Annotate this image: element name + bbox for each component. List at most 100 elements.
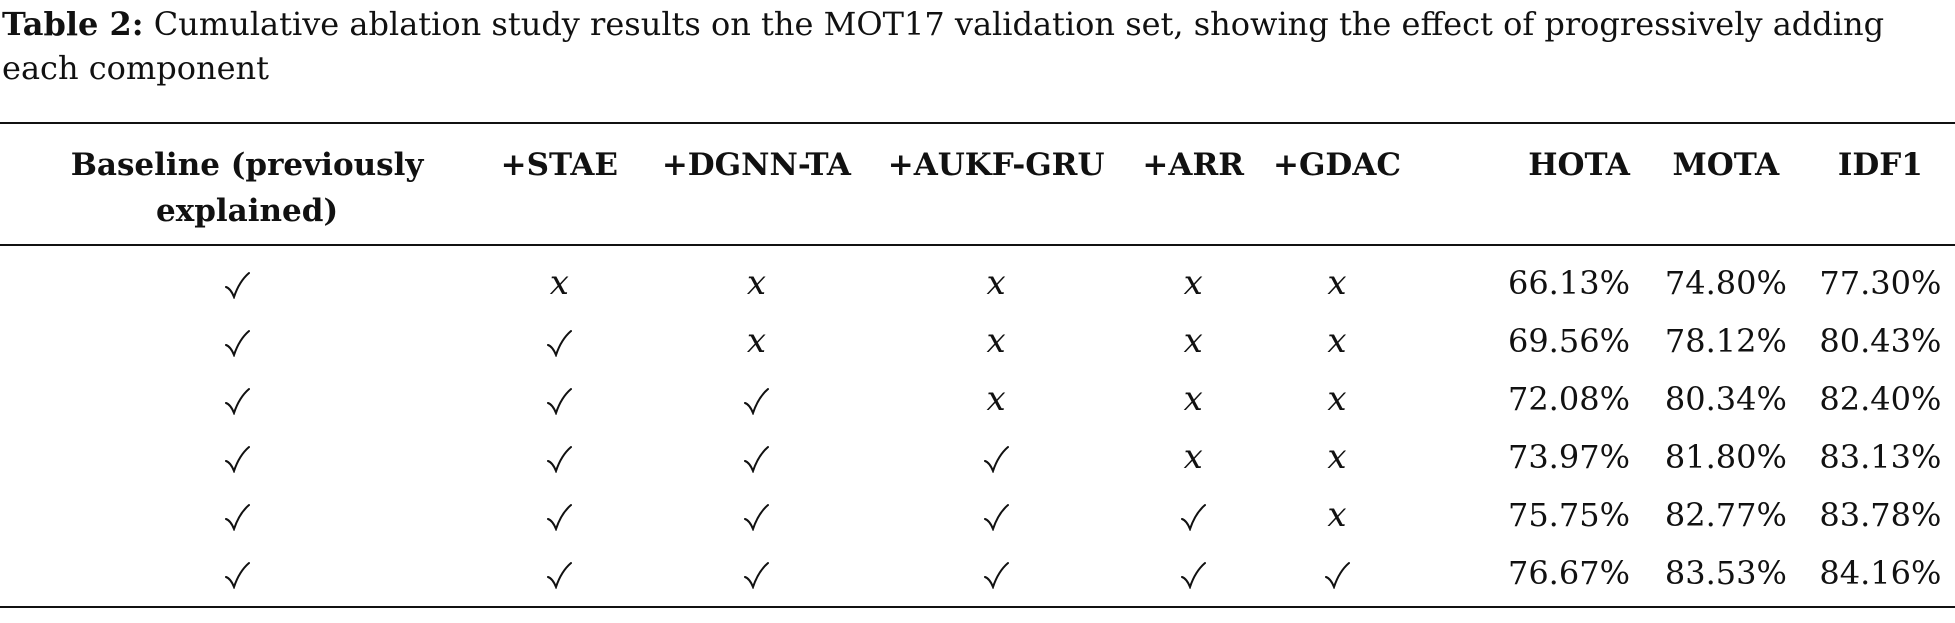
- cell-idf1: 84.16%: [1805, 544, 1955, 608]
- checkmark-icon: [984, 445, 1010, 473]
- cross-mark: x: [1183, 321, 1203, 361]
- cell-baseline: [0, 486, 474, 544]
- cell-arr: x: [1124, 312, 1263, 370]
- table-caption: Table 2: Cumulative ablation study resul…: [2, 2, 1952, 90]
- cell-hota: 73.97%: [1507, 438, 1630, 476]
- header-hota: HOTA: [1411, 122, 1646, 246]
- cell-gdac: x: [1262, 486, 1411, 544]
- cell-stae: [474, 312, 644, 370]
- ablation-table-container: Baseline (previously explained) +STAE +D…: [0, 122, 1955, 608]
- cell-stae: [474, 428, 644, 486]
- cell-mota: 78.12%: [1664, 322, 1787, 360]
- checkmark-icon: [1325, 561, 1351, 589]
- checkmark-icon: [225, 561, 251, 589]
- header-mota: MOTA: [1645, 122, 1806, 246]
- table-row: x x x x 69.56% 78.12% 80.43%: [0, 312, 1955, 370]
- cell-dgnn-ta: x: [645, 312, 869, 370]
- cell-gdac: x: [1262, 428, 1411, 486]
- cell-aukf-gru: [868, 486, 1124, 544]
- cell-hota: 69.56%: [1507, 322, 1630, 360]
- caption-text: Cumulative ablation study results on the…: [2, 5, 1885, 87]
- table-row: x x 73.97% 81.80% 83.13%: [0, 428, 1955, 486]
- cross-mark: x: [1183, 437, 1203, 477]
- checkmark-icon: [984, 561, 1010, 589]
- cell-dgnn-ta: [645, 428, 869, 486]
- checkmark-icon: [547, 561, 573, 589]
- cell-dgnn-ta: [645, 486, 869, 544]
- header-dgnn-ta: +DGNN-TA: [644, 122, 869, 246]
- cell-idf1: 82.40%: [1819, 380, 1942, 418]
- table-row: x x x x x 66.13% 74.80% 77.30%: [0, 245, 1955, 312]
- cell-idf1: 83.78%: [1819, 496, 1942, 534]
- cell-gdac: x: [1262, 312, 1411, 370]
- checkmark-icon: [225, 271, 251, 299]
- cell-mota: 82.77%: [1664, 496, 1787, 534]
- cross-mark: x: [986, 321, 1006, 361]
- cross-mark: x: [1183, 263, 1203, 303]
- cell-aukf-gru: [868, 428, 1124, 486]
- cell-mota: 81.80%: [1664, 438, 1787, 476]
- header-idf1: IDF1: [1805, 122, 1955, 246]
- cell-aukf-gru: x: [868, 245, 1124, 312]
- cross-mark: x: [746, 263, 766, 303]
- cell-idf1: 80.43%: [1819, 322, 1942, 360]
- cell-aukf-gru: x: [868, 312, 1124, 370]
- cell-gdac: x: [1262, 245, 1411, 312]
- cell-dgnn-ta: x: [645, 245, 869, 312]
- checkmark-icon: [225, 503, 251, 531]
- cell-baseline: [0, 370, 474, 428]
- table-row: x x x 72.08% 80.34% 82.40%: [0, 370, 1955, 428]
- checkmark-icon: [984, 503, 1010, 531]
- checkmark-icon: [744, 561, 770, 589]
- header-aukf-gru: +AUKF-GRU: [868, 122, 1124, 246]
- checkmark-icon: [547, 329, 573, 357]
- cell-hota: 66.13%: [1507, 264, 1630, 302]
- cell-hota: 75.75%: [1507, 496, 1630, 534]
- checkmark-icon: [225, 329, 251, 357]
- table-row: x 75.75% 82.77% 83.78%: [0, 486, 1955, 544]
- cell-dgnn-ta: [645, 370, 869, 428]
- caption-label: Table 2:: [2, 5, 144, 43]
- checkmark-icon: [547, 387, 573, 415]
- cell-gdac: x: [1262, 370, 1411, 428]
- cell-aukf-gru: [868, 544, 1124, 608]
- cell-stae: [474, 544, 645, 608]
- cell-dgnn-ta: [644, 544, 869, 608]
- cross-mark: x: [746, 321, 766, 361]
- cell-arr: [1124, 486, 1263, 544]
- cell-idf1: 83.13%: [1819, 438, 1942, 476]
- cross-mark: x: [1327, 437, 1347, 477]
- cross-mark: x: [986, 263, 1006, 303]
- cross-mark: x: [1327, 379, 1347, 419]
- checkmark-icon: [744, 503, 770, 531]
- cross-mark: x: [1327, 321, 1347, 361]
- cell-arr: x: [1124, 370, 1263, 428]
- cell-stae: x: [474, 245, 644, 312]
- header-gdac: +GDAC: [1262, 122, 1412, 246]
- cell-idf1: 77.30%: [1819, 264, 1942, 302]
- cell-mota: 74.80%: [1664, 264, 1787, 302]
- checkmark-icon: [225, 387, 251, 415]
- checkmark-icon: [547, 503, 573, 531]
- cell-mota: 83.53%: [1645, 544, 1806, 608]
- cell-hota: 76.67%: [1411, 544, 1646, 608]
- cell-hota: 72.08%: [1507, 380, 1630, 418]
- cell-arr: x: [1124, 245, 1263, 312]
- cell-baseline: [0, 312, 474, 370]
- cell-arr: [1123, 544, 1263, 608]
- cross-mark: x: [986, 379, 1006, 419]
- cell-stae: [474, 370, 644, 428]
- checkmark-icon: [1181, 503, 1207, 531]
- checkmark-icon: [744, 445, 770, 473]
- cross-mark: x: [549, 263, 569, 303]
- checkmark-icon: [1181, 561, 1207, 589]
- cell-baseline: [0, 544, 475, 608]
- header-stae: +STAE: [474, 122, 645, 246]
- header-arr: +ARR: [1123, 122, 1263, 246]
- cell-gdac: [1262, 544, 1412, 608]
- cell-mota: 80.34%: [1664, 380, 1787, 418]
- cell-baseline: [0, 428, 474, 486]
- cross-mark: x: [1183, 379, 1203, 419]
- cell-baseline: [0, 245, 474, 312]
- cross-mark: x: [1327, 495, 1347, 535]
